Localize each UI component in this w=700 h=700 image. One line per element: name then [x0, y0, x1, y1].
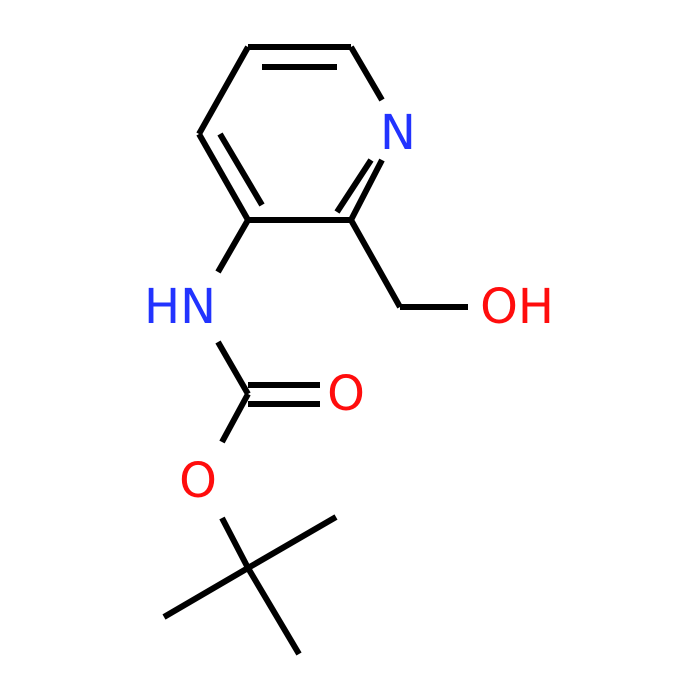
bond-n1-c2-inner — [334, 158, 374, 214]
bond-n1-c2 — [348, 158, 385, 222]
bond-cq-me1 — [246, 514, 338, 571]
bond-c2-ch2 — [348, 218, 403, 309]
bond-nh-c — [215, 340, 251, 396]
bond-c5-n1 — [348, 45, 385, 102]
bond-cq-me3 — [245, 566, 302, 656]
bond-c3-c4a-inner — [217, 132, 265, 207]
bond-cq-me2 — [162, 565, 250, 620]
bond-c-oester — [219, 392, 251, 444]
atom-label-carbonyl-o: O — [327, 366, 365, 422]
bond-c3-c4a — [196, 132, 251, 222]
bond-c3-nh — [215, 218, 251, 274]
atom-label-hydroxyl-oh: OH — [480, 279, 554, 335]
bond-oester-cq — [219, 516, 251, 570]
atom-label-amine-nh: HN — [144, 279, 216, 335]
atom-label-pyridine-n: N — [380, 105, 416, 161]
bond-c4a-c4 — [196, 45, 251, 136]
atom-label-ester-o: O — [179, 453, 217, 509]
